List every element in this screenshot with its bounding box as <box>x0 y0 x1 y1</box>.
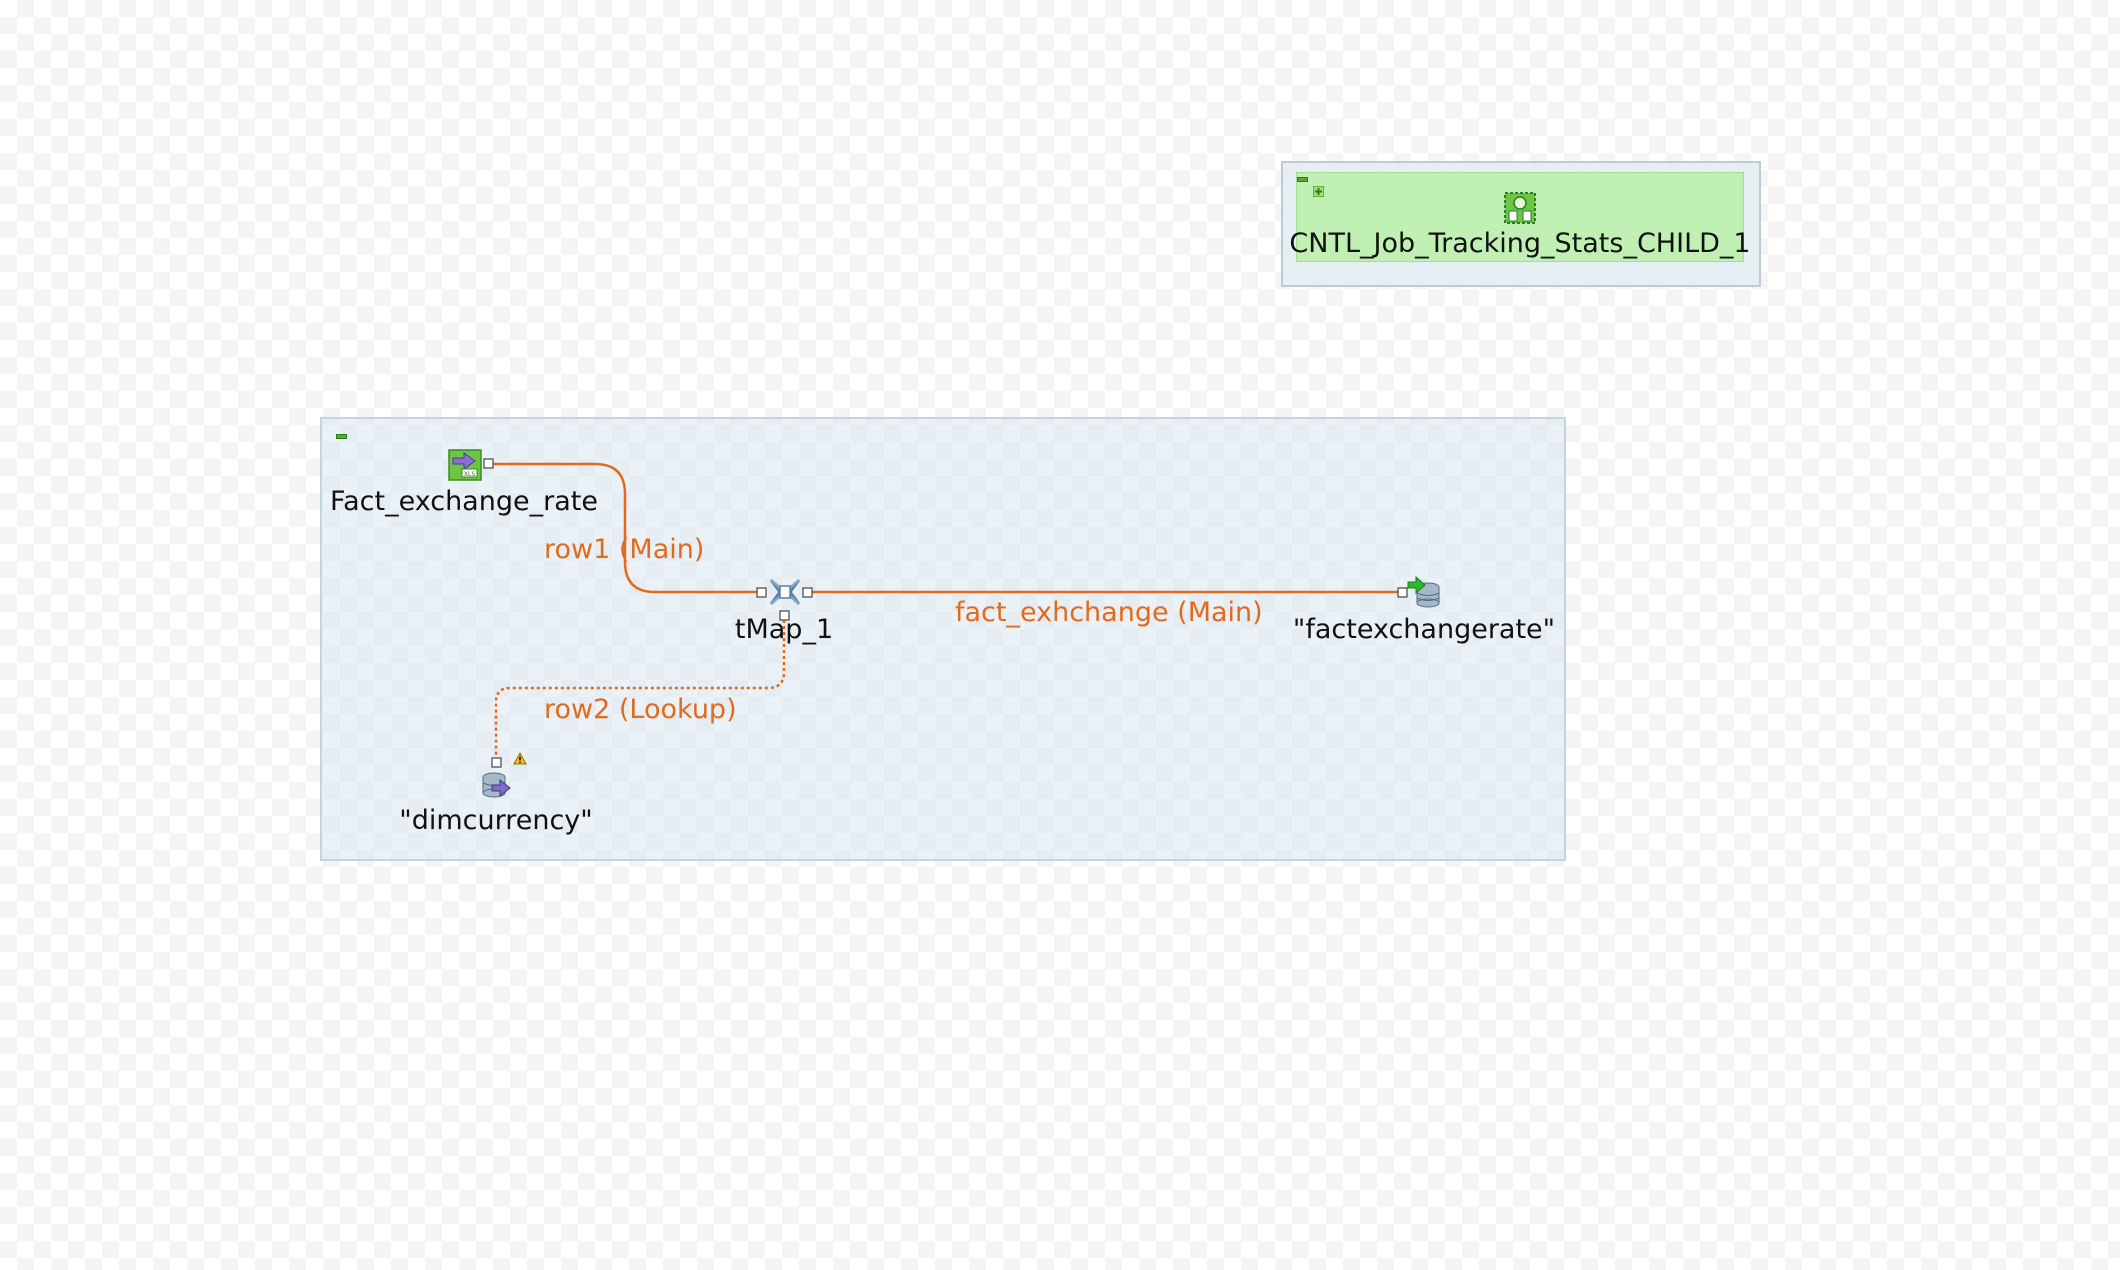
component-label-tmap: tMap_1 <box>734 614 834 645</box>
database-input-icon[interactable] <box>480 770 512 800</box>
output-port-marker[interactable] <box>483 458 494 469</box>
component-label-target: "factexchangerate" <box>1292 614 1556 645</box>
file-input-icon[interactable]: XLS <box>448 449 482 481</box>
component-label-lookup: "dimcurrency" <box>399 805 593 836</box>
component-label-source: Fact_exchange_rate <box>330 486 598 517</box>
tracking-stats-icon[interactable] <box>1504 192 1536 224</box>
expand-icon[interactable] <box>1313 186 1324 197</box>
collapse-icon[interactable] <box>1297 177 1308 182</box>
connection-label-fact[interactable]: fact_exhchange (Main) <box>955 597 1263 628</box>
main-subjob[interactable] <box>320 417 1566 861</box>
connection-row2[interactable] <box>494 614 786 762</box>
database-output-icon[interactable] <box>1406 576 1442 608</box>
warning-icon[interactable] <box>513 752 527 765</box>
collapse-icon[interactable] <box>336 434 347 439</box>
input-port-marker[interactable] <box>756 587 767 598</box>
connection-label-row2[interactable]: row2 (Lookup) <box>544 694 737 725</box>
connection-row1[interactable] <box>490 462 760 594</box>
output-port-marker[interactable] <box>491 757 502 768</box>
lookup-port-marker[interactable] <box>779 610 790 621</box>
svg-text:XLS: XLS <box>464 471 475 478</box>
output-port-marker[interactable] <box>802 587 813 598</box>
job-tracking-label: CNTL_Job_Tracking_Stats_CHILD_1 <box>1289 228 1751 259</box>
connection-label-row1[interactable]: row1 (Main) <box>544 534 705 565</box>
tmap-icon[interactable] <box>768 576 802 608</box>
input-port-marker[interactable] <box>1397 587 1408 598</box>
